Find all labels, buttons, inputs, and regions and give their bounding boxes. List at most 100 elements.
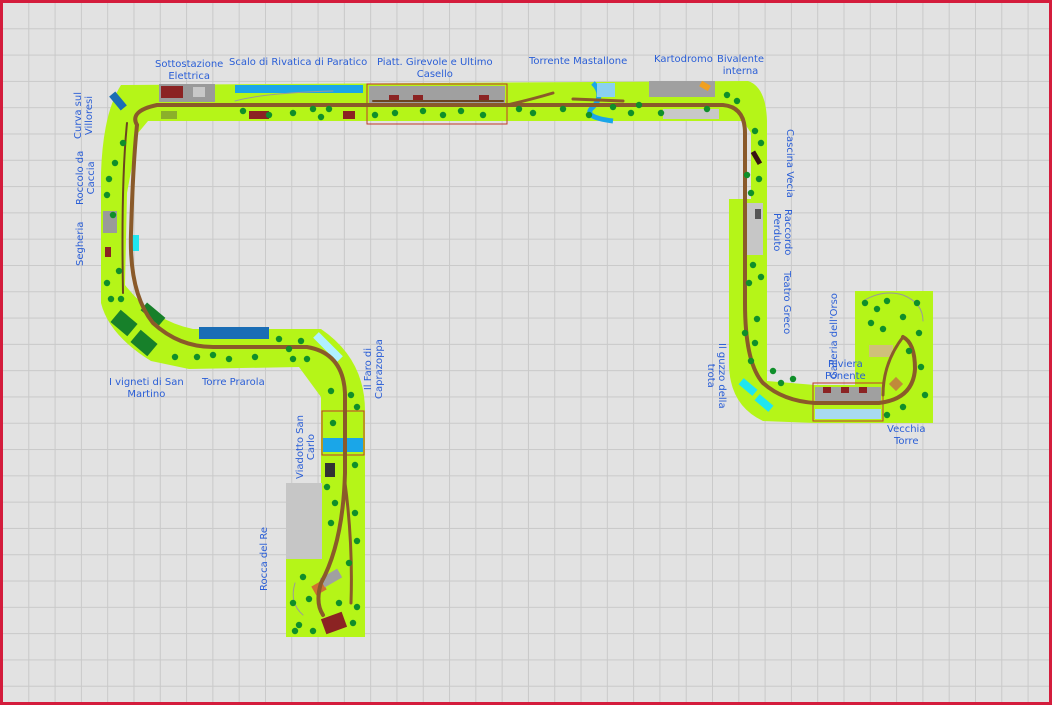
label-vigneti: I vigneti di San Martino	[109, 377, 184, 400]
tree	[105, 175, 113, 183]
tree	[349, 619, 357, 627]
vineyard-1	[110, 309, 138, 337]
main-line-north	[133, 103, 917, 405]
railway-layout-plan	[101, 80, 933, 637]
label-viadotto: Viadotto San Carlo	[295, 415, 317, 479]
tree	[209, 351, 217, 359]
tree	[323, 483, 331, 491]
tree	[883, 411, 891, 419]
scalo-field	[161, 111, 177, 119]
tree	[391, 109, 399, 117]
tree	[335, 599, 343, 607]
tree	[299, 573, 307, 581]
scalo-building-1	[249, 111, 269, 119]
tree	[285, 345, 293, 353]
substation-transformer	[193, 87, 205, 97]
tree	[351, 461, 359, 469]
tree	[353, 537, 361, 545]
siding-left	[121, 122, 128, 294]
tree	[741, 329, 749, 337]
cascina-building	[750, 150, 763, 166]
tree	[107, 295, 115, 303]
theatre-ruin	[747, 297, 763, 309]
rocca-castle	[320, 611, 348, 635]
tree	[899, 313, 907, 321]
riviera-house-2	[841, 387, 849, 393]
tree	[295, 621, 303, 629]
tree	[747, 189, 755, 197]
tree	[757, 273, 765, 281]
viaduct-shed	[325, 463, 335, 477]
main-line-south	[128, 123, 347, 617]
layout-features	[103, 80, 904, 635]
tree	[109, 211, 117, 219]
tree	[867, 319, 875, 327]
tree	[115, 267, 123, 275]
label-sottostazione: Sottostazione Elettrica	[155, 59, 224, 82]
rocca-wall	[286, 483, 322, 559]
engine-house-2	[413, 95, 423, 101]
scalo-building-2	[343, 111, 355, 119]
tree	[251, 353, 259, 361]
tree	[103, 279, 111, 287]
scalo-water	[235, 85, 363, 93]
tree	[777, 379, 785, 387]
kart-parking	[663, 109, 719, 119]
label-scalo: Scalo di Rivatica di Paratico	[229, 57, 368, 68]
tree	[627, 109, 635, 117]
tree	[331, 499, 339, 507]
label-bivalente: Bivalente interna	[717, 54, 765, 77]
tree	[479, 111, 487, 119]
tree	[351, 509, 359, 517]
vecchia-torre-field	[869, 345, 893, 357]
branch-rocca	[343, 481, 353, 605]
engine-house-1	[389, 95, 399, 101]
label-prarola: Torre Prarola	[202, 377, 265, 388]
rocca-yard	[319, 568, 343, 588]
tree	[905, 347, 913, 355]
prarola-lake	[199, 327, 269, 339]
label-guzzo: Il guzzo della trota	[705, 343, 727, 409]
tree	[419, 107, 427, 115]
tree	[291, 627, 299, 635]
tree	[305, 595, 313, 603]
tree	[193, 353, 201, 361]
tree	[921, 391, 929, 399]
vineyard-3	[140, 302, 166, 326]
sawmill-pond	[131, 235, 139, 251]
tree	[757, 139, 765, 147]
tree	[289, 599, 297, 607]
tree	[769, 367, 777, 375]
tree	[789, 375, 797, 383]
turntable-yard	[369, 86, 505, 104]
label-teatro: Teatro Greco	[781, 271, 792, 335]
tree	[703, 105, 711, 113]
tree	[751, 127, 759, 135]
vecchia-torre	[888, 376, 904, 392]
casello-building	[479, 95, 489, 101]
label-vecchia-torre: Vecchia Torre	[887, 424, 926, 447]
raccordo-building	[755, 209, 761, 219]
riviera-house-1	[823, 387, 831, 393]
scalo-siding	[234, 90, 334, 102]
tree	[103, 191, 111, 199]
tree	[747, 357, 755, 365]
label-raccordo: Raccordo Perduto	[771, 209, 793, 256]
label-torrente: Torrente Mastallone	[529, 56, 628, 67]
lighthouse-beach	[313, 332, 343, 362]
tree	[119, 139, 127, 147]
vineyard-2	[130, 329, 158, 357]
tree	[117, 295, 125, 303]
villoresi-canal	[109, 91, 127, 111]
tree	[327, 387, 335, 395]
tree	[529, 109, 537, 117]
riviera-sea	[815, 409, 881, 419]
label-faro: Il Faro di Caprazoppa	[363, 339, 385, 399]
tree	[347, 391, 355, 399]
tree	[327, 519, 335, 527]
tree	[733, 97, 741, 105]
tree	[723, 91, 731, 99]
tree	[585, 111, 593, 119]
tree	[345, 559, 353, 567]
label-segheria: Segheria	[75, 221, 86, 266]
